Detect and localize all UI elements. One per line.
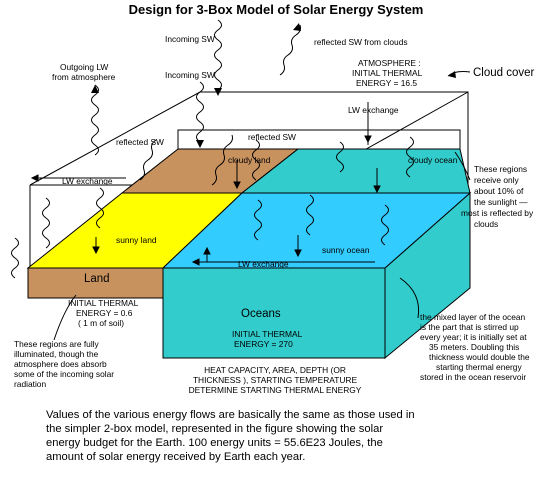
label-atmosphere-1: ATMOSPHERE : — [358, 58, 421, 68]
caption-line: amount of solar energy received by Earth… — [46, 451, 305, 463]
incoming-sw-wave-top — [214, 19, 222, 91]
caption: Values of the various energy flows are b… — [46, 409, 415, 463]
label-ocean-energy-1: INITIAL THERMAL — [232, 329, 303, 339]
note-ocean-line: stored in the ocean reservoir — [420, 372, 526, 382]
cloud-lw-wave-2 — [336, 141, 344, 173]
note-land-line: atmosphere does absorb — [14, 359, 107, 369]
reflected-sw-wave-left — [139, 139, 157, 181]
label-land-energy-2: ENERGY = 0.6 — [76, 308, 133, 318]
note-ocean: the mixed layer of the ocean is the part… — [420, 312, 530, 382]
label-cloudy-ocean: cloudy ocean — [408, 155, 458, 165]
label-land: Land — [84, 273, 110, 285]
caption-line: the simpler 2-box model, represented in … — [46, 423, 383, 435]
note-clouds-line: clouds — [474, 219, 498, 229]
incoming-sw-wave-land — [96, 187, 104, 229]
incoming-sw-wave-mid — [196, 81, 204, 143]
label-ocean-energy-2: ENERGY = 270 — [234, 339, 293, 349]
label-reflected-sw-left: reflected SW — [116, 137, 164, 147]
incoming-sw-wave-ocean-2 — [306, 194, 314, 236]
note-land-line: These regions are fully — [14, 339, 100, 349]
label-incoming-sw-mid: Incoming SW — [165, 70, 215, 80]
label-cloudy-land: cloudy land — [228, 155, 271, 165]
note-ocean-line: 35 meters. Doubling this — [429, 342, 519, 352]
label-heat-capacity-3: DETERMINE STARTING THERMAL ENERGY — [189, 385, 362, 395]
label-outgoing-lw-1: Outgoing LW — [60, 62, 108, 72]
land-lw-wave-1 — [42, 197, 50, 249]
atmosphere-box-back-edges — [29, 91, 469, 240]
label-land-energy-3: ( 1 m of soil) — [78, 318, 124, 328]
label-reflected-sw-mid: reflected SW — [248, 132, 296, 142]
diagram-title: Design for 3-Box Model of Solar Energy S… — [129, 2, 424, 17]
cloud-layer-outline — [177, 129, 461, 149]
note-clouds-line: receive only — [474, 175, 520, 185]
incoming-sw-arrowhead-top — [214, 88, 222, 96]
label-heat-capacity-1: HEAT CAPACITY, AREA, DEPTH (OR — [204, 365, 346, 375]
radiation-waves — [11, 19, 414, 279]
label-atmosphere-2: INITIAL THERMAL — [352, 68, 423, 78]
cloud-cover-arrowhead — [448, 71, 456, 78]
label-land-energy-1: INITIAL THERMAL — [68, 298, 139, 308]
label-lw-exchange-left: LW exchange — [62, 176, 113, 186]
note-land-line: some of the incoming solar — [14, 369, 114, 379]
label-incoming-sw-top: Incoming SW — [165, 34, 215, 44]
label-sunny-ocean: sunny ocean — [322, 245, 370, 255]
label-lw-exchange-bottom: LW exchange — [238, 259, 289, 269]
callout-lines — [53, 71, 471, 341]
lw-exchange-left-arrowhead — [30, 174, 39, 182]
note-clouds: These regions receive only about 10% of … — [461, 164, 534, 229]
sunny-ocean-arrowhead — [294, 249, 302, 258]
note-land: These regions are fully illuminated, tho… — [14, 339, 114, 389]
label-lw-exchange-right: LW exchange — [348, 105, 399, 115]
ocean-lw-wave — [381, 204, 389, 246]
clouds-note-leader — [454, 151, 471, 181]
lw-exchange-bottom-arrowhead — [191, 258, 200, 266]
land-note-leader — [53, 294, 77, 341]
note-ocean-line: is the part that is stirred up — [420, 322, 519, 332]
reflected-sw-wave-mid — [211, 134, 233, 186]
label-heat-capacity-2: THICKNESS ), STARTING TEMPERATURE — [193, 375, 358, 385]
note-ocean-line: the mixed layer of the ocean — [420, 312, 526, 322]
label-atmosphere-3: ENERGY = 16.5 — [356, 78, 417, 88]
label-sunny-land: sunny land — [116, 235, 157, 245]
note-ocean-line: thickness would double the — [429, 352, 530, 362]
reflected-sw-arrowhead-top — [293, 23, 301, 31]
cloudy-land-arrowhead — [233, 181, 241, 190]
note-land-line: illuminated, though the — [14, 349, 99, 359]
note-ocean-line: starting thermal energy — [436, 362, 522, 372]
label-reflected-sw-clouds: reflected SW from clouds — [314, 37, 408, 47]
land-ocean-arrowhead — [203, 246, 211, 255]
cloud-cover-leader — [447, 71, 471, 77]
caption-line: energy budget for the Earth. 100 energy … — [46, 437, 383, 449]
note-clouds-line: most is reflected by — [461, 208, 534, 218]
label-cloud-cover: Cloud cover — [473, 67, 535, 79]
note-clouds-line: the sunlight — — [474, 197, 528, 207]
label-oceans: Oceans — [241, 308, 281, 320]
sunny-land-arrowhead — [92, 246, 100, 255]
note-clouds-line: These regions — [474, 164, 527, 174]
note-clouds-line: about 10% of — [474, 186, 524, 196]
label-outgoing-lw-2: from atmosphere — [52, 72, 116, 82]
energy-arrows — [30, 102, 381, 266]
cloud-lw-wave-1 — [252, 139, 260, 181]
reflected-sw-wave-top — [279, 24, 301, 76]
incoming-sw-wave-ocean-1 — [254, 199, 262, 241]
land-lw-wave-2 — [11, 237, 19, 279]
lw-exchange-right-arrowhead — [364, 135, 372, 144]
diagram-labels: Incoming SW reflected SW from clouds Out… — [52, 34, 535, 395]
incoming-sw-arrowhead-mid — [196, 140, 204, 148]
ocean-note-leader — [399, 277, 420, 319]
cloud-lw-wave-3 — [406, 136, 414, 178]
outgoing-lw-wave — [91, 84, 99, 156]
note-ocean-line: every year; it is initially set at — [420, 332, 527, 342]
outgoing-lw-arrowhead — [91, 85, 99, 93]
cloudy-ocean-arrowhead — [373, 185, 381, 194]
caption-line: Values of the various energy flows are b… — [46, 409, 415, 421]
note-land-line: radiation — [14, 379, 46, 389]
